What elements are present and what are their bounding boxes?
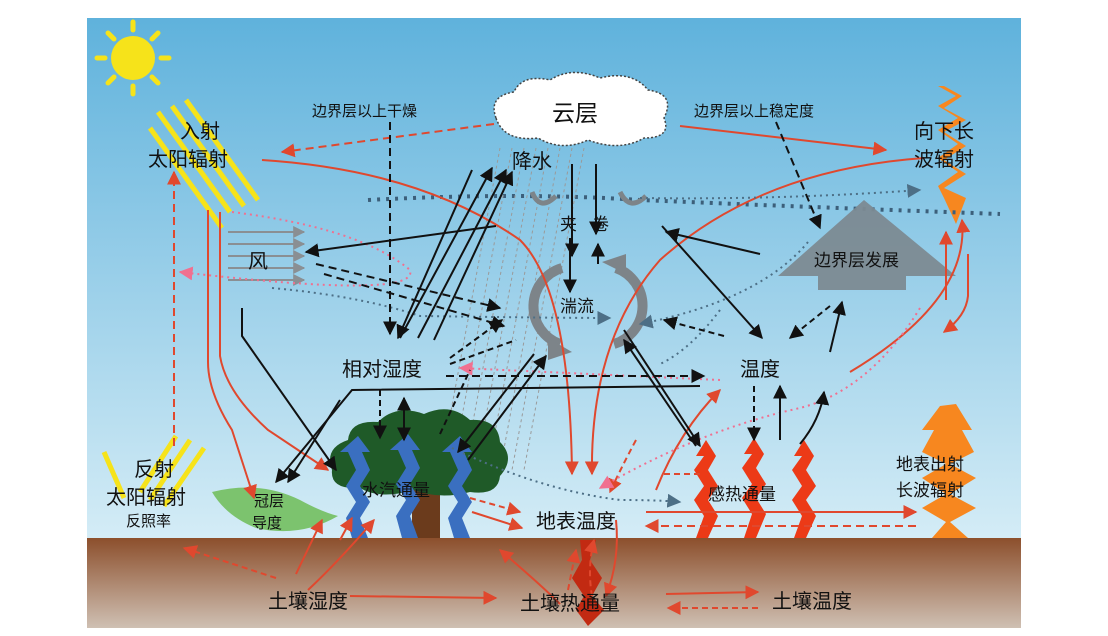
surface-longwave-arrow: [922, 404, 976, 538]
entrainment-swirl-icons: [529, 190, 648, 206]
vapor-flux-arrows: [340, 434, 472, 538]
label-reflected-solar-2: 太阳辐射: [106, 485, 186, 509]
label-downward-lw-2: 波辐射: [914, 147, 974, 171]
label-surface-lw-1: 地表出射: [896, 455, 964, 475]
ground-background: [87, 538, 1021, 628]
label-relative-humidity: 相对湿度: [342, 357, 422, 381]
boundary-layer-arrow-icon: [778, 200, 956, 290]
feedback-pink-dotted: [178, 211, 921, 489]
label-stable-above-bl: 边界层以上稳定度: [694, 102, 814, 120]
downward-longwave-arrow: [938, 86, 966, 224]
label-dry-above-bl: 边界层以上干燥: [312, 102, 417, 120]
label-entrainment-1: 夹: [560, 215, 577, 235]
label-surface-temperature: 地表温度: [536, 509, 616, 533]
cloud-icon: [493, 71, 669, 147]
label-sensible-heat-flux: 感热通量: [708, 485, 776, 505]
label-turbulence: 湍流: [560, 297, 594, 317]
label-entrainment-2: 卷: [592, 215, 609, 235]
label-soil-temperature: 土壤温度: [772, 589, 852, 613]
label-wind: 风: [248, 249, 268, 273]
incoming-solar-rays: [147, 98, 261, 230]
label-soil-heat-flux: 土壤热通量: [520, 591, 620, 615]
label-canopy-conductance-1: 冠层: [254, 492, 284, 510]
reflected-solar-rays: [101, 434, 207, 508]
label-vapor-flux: 水汽通量: [362, 481, 430, 501]
label-incoming-solar-1: 入射: [180, 119, 220, 143]
label-precipitation: 降水: [512, 149, 552, 173]
label-downward-lw-1: 向下长: [914, 119, 974, 143]
sun-icon: [94, 19, 172, 97]
wind-arrows: [228, 226, 306, 286]
soil-heat-flux-arrow: [572, 540, 604, 626]
label-bl-development: 边界层发展: [814, 251, 899, 271]
label-canopy-conductance-2: 导度: [252, 514, 282, 532]
label-soil-moisture: 土壤湿度: [268, 589, 348, 613]
label-cloud: 云层: [552, 101, 598, 127]
label-surface-lw-2: 长波辐射: [896, 481, 964, 501]
label-albedo: 反照率: [126, 512, 171, 530]
label-incoming-solar-2: 太阳辐射: [148, 147, 228, 171]
turbulence-icon: [528, 263, 648, 349]
label-temperature: 温度: [740, 357, 780, 381]
causal-black-arrows: [241, 121, 846, 484]
label-reflected-solar-1: 反射: [134, 457, 174, 481]
